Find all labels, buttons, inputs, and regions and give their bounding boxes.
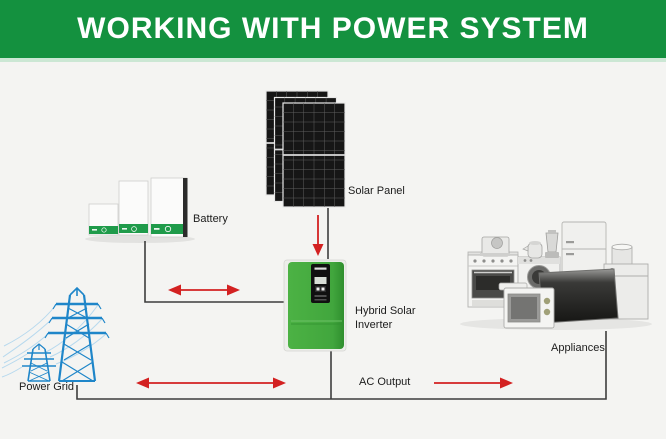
transmission-tower-large (44, 286, 110, 382)
battery-label: Battery (193, 213, 228, 225)
appliances-label: Appliances (551, 342, 605, 354)
battery-unit-large (150, 177, 188, 238)
arrow-ac-to-appliances (434, 377, 513, 389)
battery-unit-small (88, 203, 119, 236)
connector-grid-ac-appliances (76, 331, 607, 400)
blender-icon (545, 230, 559, 258)
arrow-battery-inverter-double (168, 284, 240, 296)
inverter-illustration (283, 259, 347, 352)
power-grid-illustration (1, 286, 110, 382)
coffee-maker-icon (480, 236, 510, 257)
flow-arrows (136, 215, 513, 389)
connector-battery-inverter (144, 241, 284, 303)
title-banner: WORKING WITH POWER SYSTEM (0, 0, 666, 62)
inverter-label: Hybrid Solar Inverter (355, 305, 416, 331)
battery-illustration (85, 177, 195, 243)
arrow-solar-to-inverter (312, 215, 324, 256)
ac-output-label: AC Output (359, 376, 411, 388)
fridge-icon (561, 221, 607, 279)
connector-lines (76, 208, 607, 400)
kettle-icon (522, 241, 543, 259)
transmission-tower-small (22, 343, 56, 382)
power-grid-label: Power Grid (19, 381, 75, 393)
microwave-icon (498, 282, 555, 329)
solar-panel-illustration (265, 90, 346, 208)
cup-icon (611, 243, 633, 266)
solar-panel-label: Solar Panel (348, 185, 405, 197)
page-title: WORKING WITH POWER SYSTEM (77, 12, 589, 45)
appliances-illustration (460, 221, 652, 330)
battery-unit-medium (118, 180, 149, 236)
arrow-grid-inverter-double (136, 377, 286, 389)
